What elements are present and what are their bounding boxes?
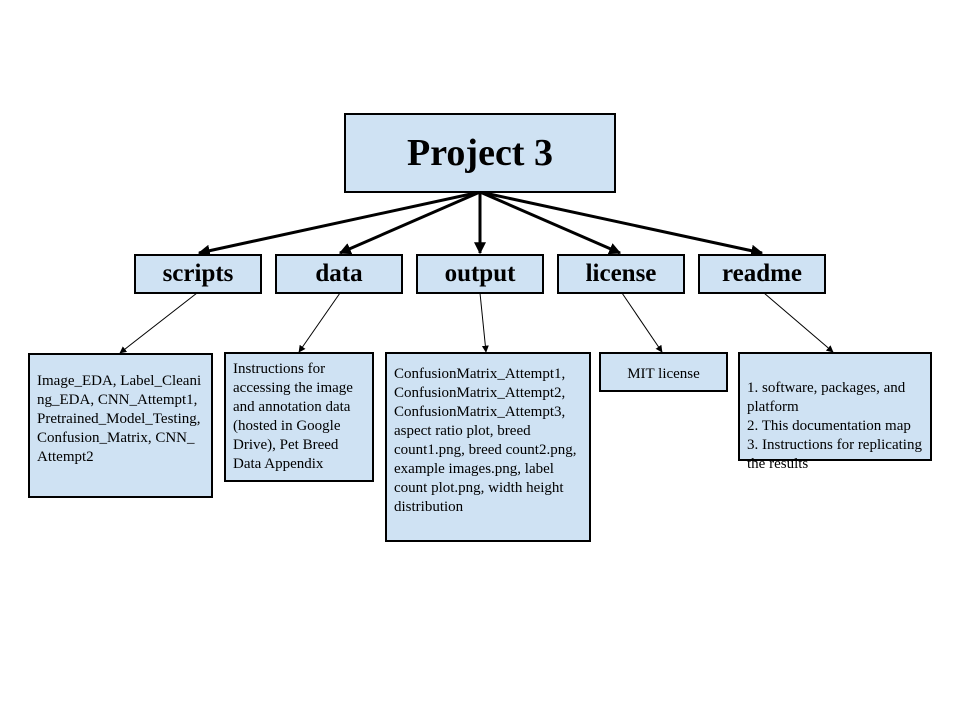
edge-root-scripts bbox=[197, 190, 481, 257]
category-label-data: data bbox=[315, 260, 363, 287]
description-readme: 1. software, packages, and platform 2. T… bbox=[738, 352, 932, 472]
category-node-output: output bbox=[416, 254, 544, 294]
root-label: Project 3 bbox=[407, 132, 553, 174]
edge-readme-desc bbox=[763, 292, 834, 353]
edge-root-license bbox=[479, 190, 622, 255]
description-license: MIT license bbox=[599, 352, 728, 392]
description-text-scripts: Image_EDA, Label_Cleaning_EDA, CNN_Attem… bbox=[37, 373, 202, 465]
category-node-readme: readme bbox=[698, 254, 826, 294]
edge-root-data bbox=[338, 190, 481, 255]
root-node: Project 3 bbox=[344, 113, 616, 193]
category-node-license: license bbox=[557, 254, 685, 294]
category-label-output: output bbox=[444, 260, 516, 287]
category-label-license: license bbox=[585, 260, 657, 287]
description-data: Instructions for accessing the image and… bbox=[224, 352, 374, 482]
edge-output-desc bbox=[479, 292, 489, 353]
description-text-readme: 1. software, packages, and platform 2. T… bbox=[747, 380, 922, 472]
description-text-output: ConfusionMatrix_Attempt1, ConfusionMatri… bbox=[394, 366, 577, 515]
category-label-readme: readme bbox=[721, 260, 803, 287]
edge-license-desc bbox=[621, 292, 663, 353]
description-text-data: Instructions for accessing the image and… bbox=[233, 361, 353, 472]
description-output: ConfusionMatrix_Attempt1, ConfusionMatri… bbox=[385, 352, 591, 542]
edge-root-readme bbox=[479, 190, 764, 257]
edge-data-desc bbox=[298, 292, 341, 353]
edge-scripts-desc bbox=[119, 292, 198, 354]
description-scripts: Image_EDA, Label_Cleaning_EDA, CNN_Attem… bbox=[28, 353, 213, 498]
category-label-scripts: scripts bbox=[162, 260, 234, 287]
category-node-scripts: scripts bbox=[134, 254, 262, 294]
description-text-license: MIT license bbox=[627, 366, 700, 382]
category-node-data: data bbox=[275, 254, 403, 294]
